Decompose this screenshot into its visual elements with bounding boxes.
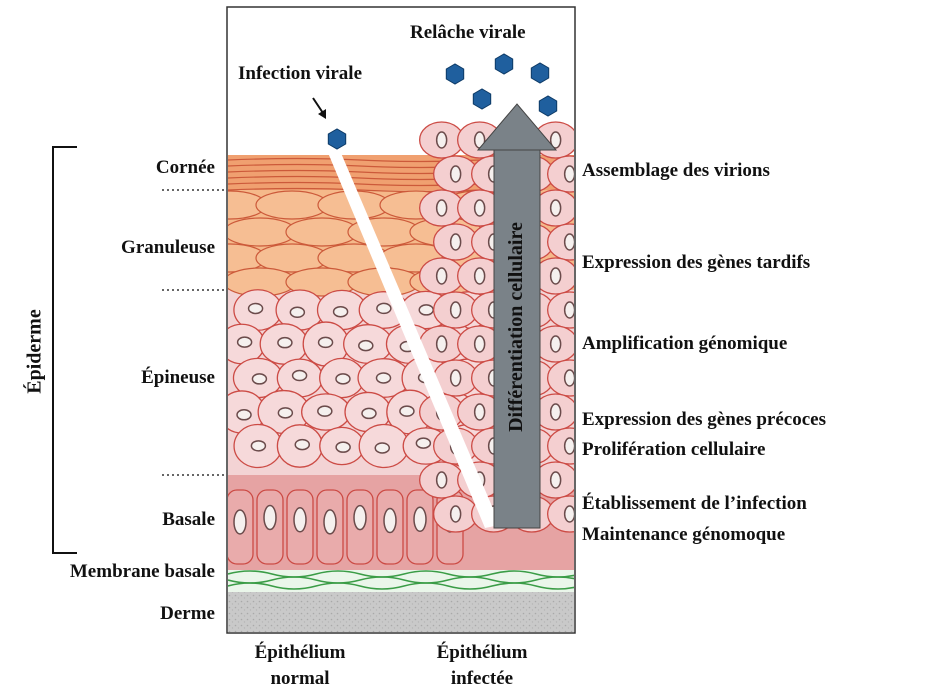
cell-nucleus [565, 234, 575, 250]
cell-nucleus [237, 410, 251, 420]
derme-layer [228, 592, 574, 632]
normal-line1: Épithélium [230, 642, 370, 664]
stage-tardifs: Expression des gènes tardifs [582, 252, 810, 274]
infected-epithelium-label: Épithélium infectée [412, 642, 552, 690]
cornee-label: Cornée [156, 157, 215, 179]
cell-nucleus [384, 509, 396, 533]
basale-label: Basale [162, 509, 215, 531]
cell-nucleus [451, 370, 461, 386]
cell-nucleus [437, 132, 447, 148]
virion-icon [328, 129, 345, 149]
relache-virale-label: Relâche virale [410, 22, 526, 44]
cell-nucleus [319, 337, 333, 347]
granular-cell [286, 218, 358, 246]
cell-nucleus [414, 507, 426, 531]
cell-nucleus [377, 303, 391, 313]
cell-nucleus [565, 302, 575, 318]
granuleuse-label: Granuleuse [121, 237, 215, 259]
cell-nucleus [264, 506, 276, 530]
normal-epithelium-label: Épithélium normal [230, 642, 370, 690]
epineuse-label: Épineuse [141, 367, 215, 389]
epiderme-bracket [53, 147, 77, 553]
cell-nucleus [359, 341, 373, 351]
cell-nucleus [551, 200, 561, 216]
cell-nucleus [336, 374, 350, 384]
cell-nucleus [294, 508, 306, 532]
cell-nucleus [354, 506, 366, 530]
stage-maintenance: Maintenance génomoque [582, 524, 785, 546]
cell-nucleus [437, 268, 447, 284]
cell-nucleus [475, 200, 485, 216]
cell-nucleus [416, 438, 430, 448]
cell-nucleus [475, 404, 485, 420]
cell-nucleus [278, 408, 292, 418]
virion-icon [539, 96, 556, 116]
stage-etablissement: Établissement de l’infection [582, 493, 807, 515]
cell-nucleus [565, 166, 575, 182]
cell-nucleus [551, 268, 561, 284]
virion-icon [531, 63, 548, 83]
cell-nucleus [290, 307, 304, 317]
infection-virale-label: Infection virale [238, 63, 362, 85]
cell-nucleus [451, 302, 461, 318]
granular-cell [194, 191, 266, 219]
derme-label: Derme [160, 603, 215, 625]
cell-nucleus [451, 166, 461, 182]
cell-nucleus [362, 408, 376, 418]
cell-nucleus [293, 371, 307, 381]
cell-nucleus [375, 443, 389, 453]
virion-icon [473, 89, 490, 109]
cell-nucleus [437, 336, 447, 352]
infected-line1: Épithélium [412, 642, 552, 664]
cell-nucleus [251, 441, 265, 451]
cell-nucleus [551, 336, 561, 352]
cell-nucleus [451, 234, 461, 250]
cell-nucleus [249, 303, 263, 313]
granular-cell [224, 218, 296, 246]
cell-nucleus [419, 305, 433, 315]
layer-separators [162, 190, 225, 475]
cell-nucleus [565, 438, 575, 454]
stage-amplification: Amplification génomique [582, 333, 787, 355]
cell-nucleus [565, 370, 575, 386]
cell-nucleus [278, 338, 292, 348]
cell-nucleus [437, 200, 447, 216]
cell-nucleus [551, 472, 561, 488]
virion-icon [446, 64, 463, 84]
epiderme-label: Épiderme [24, 302, 47, 402]
stage-assemblage: Assemblage des virions [582, 160, 770, 182]
cell-nucleus [334, 307, 348, 317]
cell-nucleus [400, 406, 414, 416]
basement-membrane [228, 570, 574, 592]
stage-proliferation: Prolifération cellulaire [582, 439, 765, 461]
cell-nucleus [437, 472, 447, 488]
cell-nucleus [234, 510, 246, 534]
cell-nucleus [551, 404, 561, 420]
cell-nucleus [318, 406, 332, 416]
cell-nucleus [324, 510, 336, 534]
virion-icon [495, 54, 512, 74]
granular-cell [256, 191, 328, 219]
cell-nucleus [475, 336, 485, 352]
cell-nucleus [565, 506, 575, 522]
cell-nucleus [238, 337, 252, 347]
infected-line2: infectée [412, 668, 552, 690]
normal-line2: normal [230, 668, 370, 690]
cell-nucleus [377, 373, 391, 383]
stage-precoces: Expression des gènes précoces [582, 409, 826, 431]
cell-nucleus [475, 268, 485, 284]
cell-nucleus [295, 440, 309, 450]
membrane-basale-label: Membrane basale [70, 561, 215, 583]
cell-nucleus [252, 374, 266, 384]
differentiation-label: Différentiation cellulaire [505, 202, 529, 452]
cell-nucleus [336, 442, 350, 452]
cell-nucleus [451, 506, 461, 522]
